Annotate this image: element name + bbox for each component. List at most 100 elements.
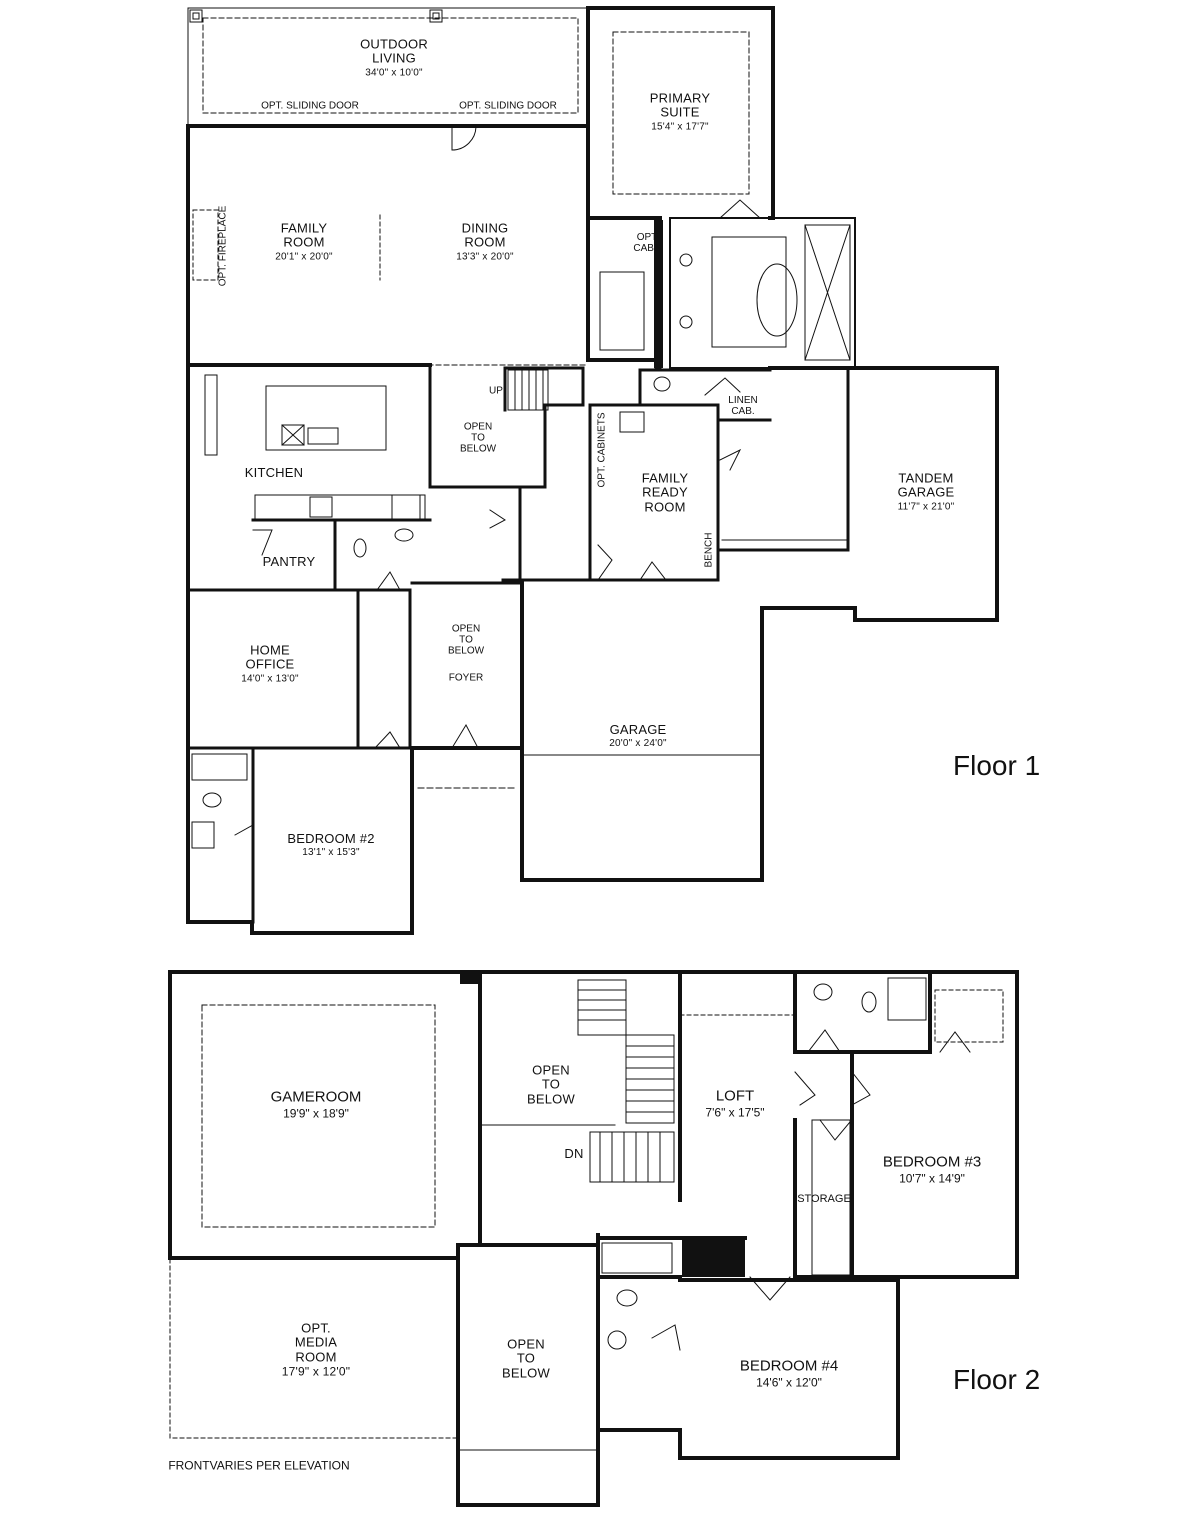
dining-room-name-2: ROOM — [464, 235, 506, 250]
open-to-below-label-1: OPEN TO BELOW — [460, 422, 496, 455]
otb1-l1: OPEN — [463, 421, 493, 433]
f2-otb2-l1: OPEN — [507, 1336, 545, 1352]
frr-l3: ROOM — [644, 499, 686, 515]
gameroom-name: GAMEROOM — [270, 1088, 362, 1106]
opt-media-room-label: OPT. MEDIA ROOM 17'9" x 12'0" — [282, 1321, 350, 1378]
floor2-solid-block — [682, 1237, 745, 1277]
bedroom4-dims: 14'6" x 12'0" — [756, 1375, 822, 1390]
opt-cabs-line-1: OPT — [636, 232, 658, 243]
f2-otb2-l2: TO — [516, 1350, 536, 1366]
kitchen-fixtures — [204, 374, 426, 521]
home-office-dims: 14'0" x 13'0" — [241, 673, 299, 685]
floor2-stairs — [577, 979, 675, 1183]
tandem-garage-name-1: TANDEM — [898, 470, 954, 486]
floor1-title: Floor 1 — [953, 750, 1041, 781]
gameroom-label: GAMEROOM 19'9" x 18'9" — [270, 1088, 362, 1121]
floor2-outer-walls — [168, 970, 1019, 1507]
bench-label: BENCH — [703, 532, 715, 568]
loft-dims: 7'6" x 17'5" — [705, 1105, 765, 1120]
family-ready-room-label: FAMILY READY ROOM — [641, 470, 689, 515]
kitchen-label: KITCHEN — [244, 464, 304, 480]
dining-room-dims: 13'3" x 20'0" — [456, 251, 514, 263]
media-l1: OPT. — [301, 1320, 331, 1336]
tandem-garage-name-2: GARAGE — [897, 485, 955, 500]
bedroom4-label: BEDROOM #4 14'6" x 12'0" — [739, 1357, 839, 1390]
garage-label: GARAGE 20'0" x 24'0" — [609, 721, 667, 750]
outdoor-living-name-1: OUTDOOR — [360, 36, 428, 52]
front-varies-note: FRONTVARIES PER ELEVATION — [168, 1458, 350, 1473]
foyer-label: FOYER — [448, 672, 484, 684]
linen-cab-label: LINEN CAB. — [728, 395, 757, 417]
bedroom2-label: BEDROOM #2 13'1" x 15'3" — [287, 830, 375, 859]
primary-suite-dims: 15'4" x 17'7" — [651, 121, 709, 133]
opt-cabs-label: OPT CABS — [633, 232, 660, 254]
home-office-name-1: HOME — [250, 642, 290, 658]
opt-sliding-door-label-1: OPT. SLIDING DOOR — [261, 100, 359, 112]
opt-cabs-wall — [654, 220, 663, 368]
open-to-below-f2-label-2: OPEN TO BELOW — [502, 1336, 550, 1381]
tandem-garage-label: TANDEM GARAGE 11'7" x 21'0" — [897, 470, 955, 513]
gameroom-dims: 19'9" x 18'9" — [283, 1106, 349, 1121]
family-room-name-1: FAMILY — [280, 220, 328, 236]
garage-dashed — [417, 539, 849, 789]
media-l3: ROOM — [295, 1349, 337, 1365]
family-room-label: FAMILY ROOM 20'1" x 20'0" — [275, 220, 333, 263]
f2-otb1-l1: OPEN — [532, 1062, 570, 1078]
dn-label: DN — [564, 1145, 584, 1161]
bedroom2-dims: 13'1" x 15'3" — [302, 847, 360, 859]
up-label: UP — [489, 385, 503, 397]
floor1-door-swings — [234, 125, 761, 849]
floor2-thin-lines — [169, 977, 1004, 1451]
open-to-below-label-2: OPEN TO BELOW — [448, 624, 484, 657]
f2-otb1-l2: TO — [541, 1076, 561, 1092]
outdoor-living-name-2: LIVING — [372, 51, 416, 66]
family-room-name-2: ROOM — [283, 235, 325, 250]
otb2-l1: OPEN — [451, 623, 481, 635]
opt-sliding-door-label-2: OPT. SLIDING DOOR — [459, 100, 557, 112]
dining-room-name-1: DINING — [461, 220, 509, 236]
tandem-garage-dims: 11'7" x 21'0" — [897, 501, 955, 513]
home-office-name-2: OFFICE — [245, 657, 295, 672]
bedroom2-name: BEDROOM #2 — [287, 830, 375, 846]
otb1-l2: TO — [471, 432, 485, 444]
open-to-below-f2-label-1: OPEN TO BELOW — [527, 1062, 575, 1107]
floor1-stairs — [507, 369, 549, 411]
garage-dims: 20'0" x 24'0" — [609, 738, 667, 750]
family-room-divider — [187, 209, 589, 366]
primary-suite-name-2: SUITE — [660, 105, 700, 120]
garage-name: GARAGE — [609, 721, 667, 737]
pantry-label: PANTRY — [262, 553, 316, 569]
family-room-dims: 20'1" x 20'0" — [275, 251, 333, 263]
primary-suite-label: PRIMARY SUITE 15'4" x 17'7" — [649, 90, 711, 133]
linen-cab-line-1: LINEN — [728, 395, 758, 406]
bedroom3-label: BEDROOM #3 10'7" x 14'9" — [882, 1153, 982, 1186]
floor1-bath-fixtures — [191, 253, 693, 849]
f2-otb2-l3: BELOW — [502, 1365, 550, 1381]
home-office-label: HOME OFFICE 14'0" x 13'0" — [241, 642, 299, 685]
dining-room-label: DINING ROOM 13'3" x 20'0" — [456, 220, 514, 263]
frr-l2: READY — [642, 484, 688, 500]
media-l2: MEDIA — [294, 1334, 338, 1350]
floor2-title: Floor 2 — [953, 1364, 1041, 1395]
floor2-wall-block — [460, 972, 482, 984]
floor2-door-swings — [651, 1029, 971, 1351]
f2-otb1-l3: BELOW — [527, 1091, 575, 1107]
otb1-l3: BELOW — [459, 443, 497, 455]
storage-label: STORAGE — [797, 1192, 851, 1205]
opt-fireplace-label: OPT. FIREPLACE — [217, 205, 229, 287]
frr-l1: FAMILY — [641, 470, 689, 486]
bedroom4-name: BEDROOM #4 — [739, 1357, 839, 1375]
media-dims: 17'9" x 12'0" — [281, 1364, 351, 1379]
bedroom3-name: BEDROOM #3 — [882, 1153, 982, 1171]
outdoor-living-dims: 34'0" x 10'0" — [365, 67, 423, 79]
primary-suite-name-1: PRIMARY — [649, 90, 711, 106]
loft-label: LOFT 7'6" x 17'5" — [705, 1087, 765, 1120]
loft-name: LOFT — [715, 1087, 755, 1105]
linen-cab-line-2: CAB. — [731, 406, 755, 417]
otb2-l2: TO — [459, 634, 473, 646]
opt-cabs-line-2: CABS — [633, 243, 661, 254]
opt-cabinets-label: OPT. CABINETS — [596, 412, 608, 488]
bedroom3-dims: 10'7" x 14'9" — [899, 1171, 965, 1186]
outdoor-living-label: OUTDOOR LIVING 34'0" x 10'0" — [360, 36, 428, 79]
